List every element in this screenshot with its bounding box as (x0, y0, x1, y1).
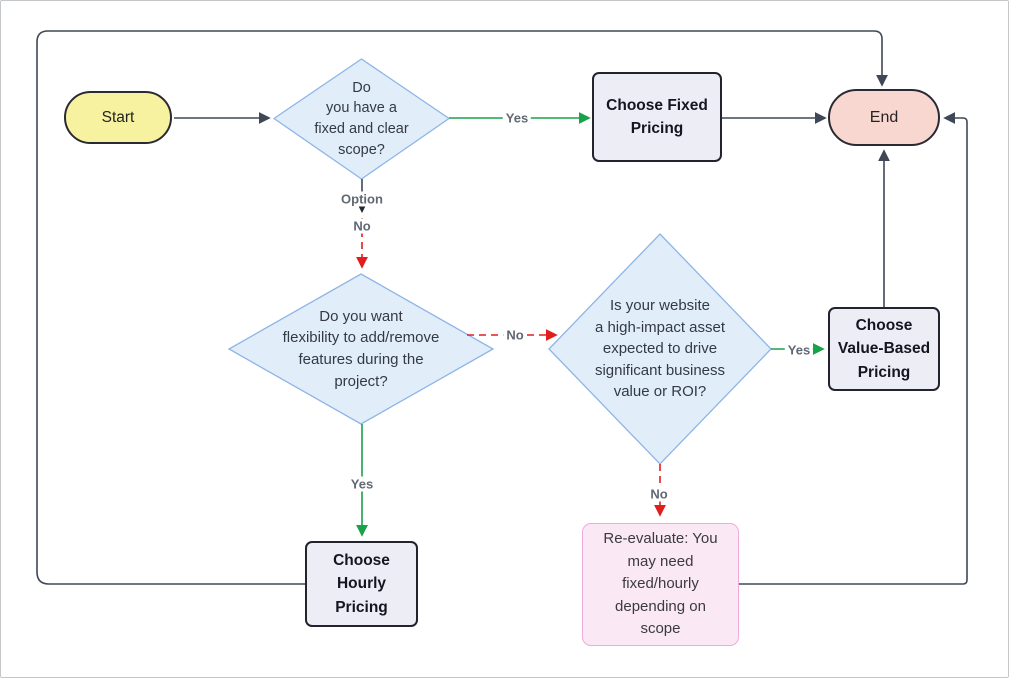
decision-scope-shape (272, 58, 451, 180)
edge-label-flex-yes: Yes (347, 476, 377, 492)
end-node: End (828, 89, 940, 146)
start-label: Start (101, 108, 135, 126)
fixed-pricing-node: Choose Fixed Pricing (592, 72, 722, 162)
edge-label-scope-yes: Yes (502, 110, 532, 126)
edge-label-impact-no: No (647, 486, 671, 502)
start-node: Start (64, 91, 172, 144)
edge-reevaluate-to-end (739, 112, 968, 585)
hourly-pricing-node: Choose Hourly Pricing (305, 541, 418, 627)
reevaluate-node: Re-evaluate: You may need fixed/hourly d… (582, 523, 739, 646)
edge-hourly-to-end (36, 30, 888, 585)
edge-label-scope-option: Option (338, 191, 386, 207)
value-pricing-node: Choose Value-Based Pricing (828, 307, 940, 391)
edge-label-scope-no: No (350, 218, 374, 234)
end-label: End (869, 108, 899, 126)
decision-flexibility-shape (227, 273, 495, 425)
decision-impact-shape (548, 233, 772, 465)
edge-label-impact-yes: Yes (784, 342, 814, 358)
edge-label-flex-no: No (503, 327, 527, 343)
